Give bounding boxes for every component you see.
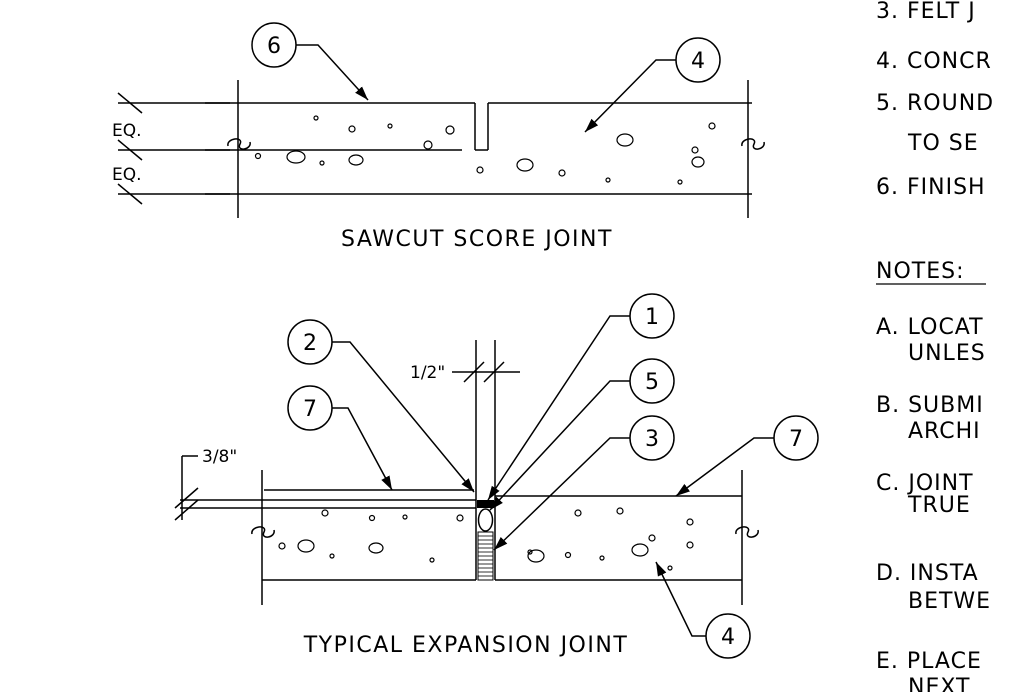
legend-item: 5. ROUND — [876, 91, 994, 116]
eq-bottom-label: EQ. — [112, 165, 142, 185]
note-line: NEXT — [908, 675, 970, 692]
callout-7-left: 7 — [303, 397, 317, 422]
legend-item: 3. FELT J — [876, 0, 976, 24]
sawcut-title: SAWCUT SCORE JOINT — [341, 227, 613, 252]
sawcut-leaders — [118, 44, 676, 195]
expansion-joint-filler — [477, 500, 494, 581]
note-line: A. LOCAT — [876, 315, 984, 340]
note-line: UNLES — [908, 341, 986, 366]
callout-1: 1 — [645, 305, 659, 330]
sawcut-slab — [117, 80, 765, 218]
note-line: BETWE — [908, 589, 991, 614]
legend-list: 3. FELT J 4. CONCR 5. ROUND TO SE 6. FIN… — [876, 0, 994, 200]
half-inch-dim: 1/2" — [410, 363, 445, 383]
callout-4-top: 4 — [691, 49, 705, 74]
expansion-leaders — [330, 315, 774, 637]
callout-4-bottom: 4 — [721, 625, 735, 650]
legend-item: 4. CONCR — [876, 49, 992, 74]
notes: NOTES: A. LOCAT UNLES B. SUBMI ARCHI C. … — [876, 259, 991, 692]
sawcut-bubbles — [251, 22, 721, 83]
legend-item: TO SE — [907, 131, 979, 156]
callout-5: 5 — [645, 370, 659, 395]
eq-top-label: EQ. — [112, 121, 142, 141]
note-line: B. SUBMI — [876, 393, 984, 418]
notes-heading: NOTES: — [876, 259, 965, 284]
note-line: E. PLACE — [876, 649, 982, 674]
callout-6: 6 — [267, 34, 281, 59]
callout-7-right: 7 — [789, 427, 803, 452]
note-line: D. INSTA — [876, 561, 979, 586]
sawcut-aggregate — [254, 115, 716, 185]
callout-3: 3 — [645, 427, 659, 452]
expansion-bubbles — [287, 293, 819, 659]
expansion-title: TYPICAL EXPANSION JOINT — [303, 633, 629, 658]
note-line: C. JOINT — [876, 471, 974, 496]
legend-item: 6. FINISH — [876, 175, 986, 200]
note-line: ARCHI — [908, 419, 981, 444]
note-line: TRUE — [907, 493, 971, 518]
expansion-slab — [174, 340, 759, 605]
three-eighths-dim: 3/8" — [202, 447, 237, 467]
expansion-aggregate — [278, 507, 694, 571]
callout-2: 2 — [303, 331, 317, 356]
